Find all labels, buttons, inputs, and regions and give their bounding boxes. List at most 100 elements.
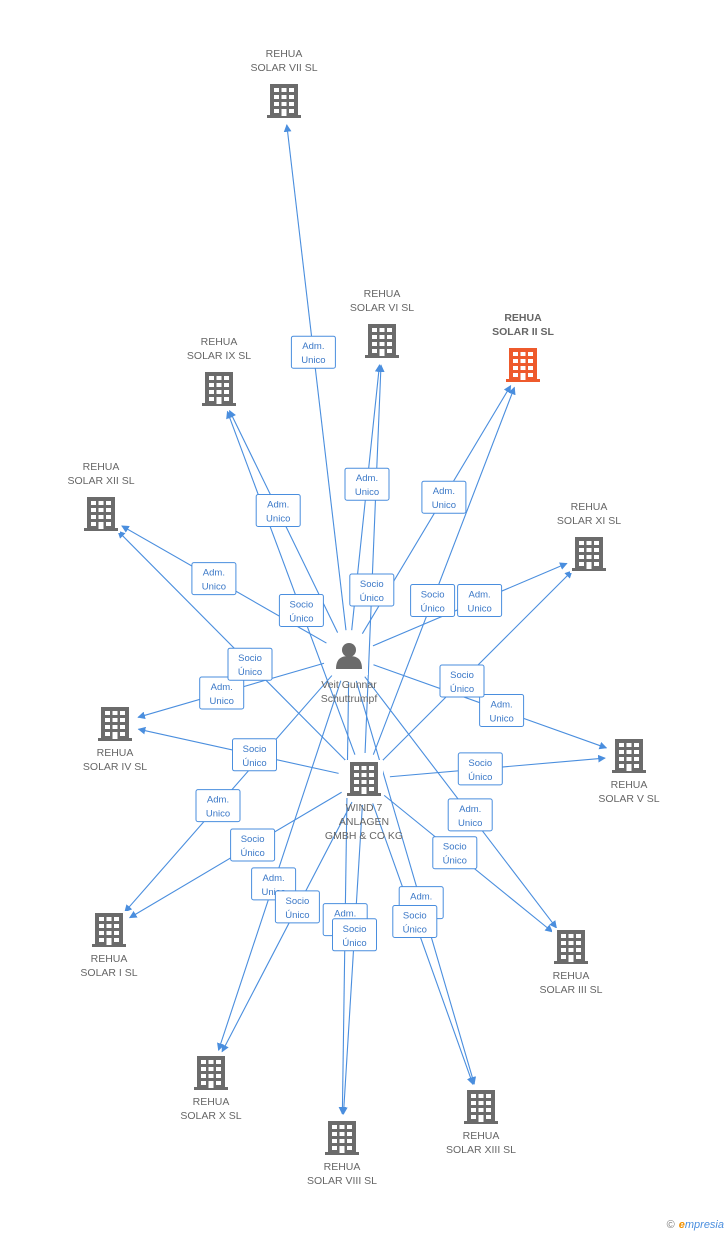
edge-label-text: Único <box>468 772 492 783</box>
building-icon <box>98 707 132 741</box>
node-label: REHUA <box>611 779 648 791</box>
building-icon <box>84 497 118 531</box>
edge-label-person-iv[interactable]: Adm. Unico <box>199 676 245 710</box>
building-icon <box>325 1121 359 1155</box>
node-label: SOLAR V SL <box>598 793 659 805</box>
edge-label-text: Adm. <box>211 682 233 693</box>
edge-label-person-vii[interactable]: Adm. Unico <box>290 335 336 369</box>
node-label: SOLAR X SL <box>180 1110 241 1122</box>
node-wind[interactable]: WIND 7 ANLAGEN GMBH & CO KG <box>325 760 403 842</box>
node-label: Schuttrumpf <box>321 693 378 705</box>
node-label: Veit Gunnar <box>321 679 377 691</box>
edge-label-text: Único <box>289 614 313 625</box>
edge-label-text: Socio <box>403 911 427 922</box>
edge-label-text: Adm. <box>203 568 225 579</box>
edge-wind-xiii <box>372 803 475 1086</box>
edge-wind-ix <box>226 410 356 755</box>
edge-wind-xii <box>117 530 347 761</box>
edge-label-text: Único <box>285 910 309 921</box>
edge-wind-x <box>221 801 353 1053</box>
edge-label-text: Adm. <box>302 341 324 352</box>
edge-label-text: Adm. <box>433 486 455 497</box>
edge-person-x <box>217 680 342 1051</box>
node-label: REHUA <box>193 1096 230 1108</box>
node-label: SOLAR II SL <box>492 326 554 338</box>
copyright-symbol: © <box>666 1219 675 1231</box>
node-label: ANLAGEN <box>339 816 389 828</box>
edge-label-person-xi[interactable]: Adm.Unico <box>457 584 503 617</box>
edge-label-text: Unico <box>261 887 285 898</box>
node-label: GMBH & CO KG <box>325 830 403 842</box>
edge-label-text: Único <box>450 684 474 695</box>
edge-wind-ii <box>372 386 516 755</box>
node-label: REHUA <box>324 1161 361 1173</box>
edge-label-text: Socio <box>241 834 265 845</box>
building-icon <box>202 372 236 406</box>
edge-label-text: Adm. <box>491 700 513 711</box>
edge-label-person-vi[interactable]: Adm.Unico <box>344 467 390 501</box>
edge-label-text: Unico <box>266 514 290 525</box>
edge-label-person-iii[interactable]: Adm.Unico <box>447 798 493 832</box>
building-icon <box>267 84 301 118</box>
building-icon <box>572 537 606 571</box>
node-ii[interactable]: REHUA SOLAR II SL <box>492 312 555 384</box>
node-label: SOLAR XIII SL <box>446 1144 516 1156</box>
edge-person-viii <box>338 681 350 1115</box>
edge-label-text: Socio <box>343 924 367 935</box>
node-v[interactable]: REHUA SOLAR V SL <box>598 737 660 805</box>
footer: © empresia <box>667 1219 724 1231</box>
node-label: REHUA <box>201 336 238 348</box>
edge-label-person-i[interactable]: Adm.Unico <box>195 789 241 823</box>
edge-label-text: Unico <box>301 355 325 366</box>
edge-label-person-ii[interactable]: Adm.Unico <box>421 480 467 514</box>
edges-layer <box>117 124 608 1115</box>
edge-label-text: Socio <box>421 590 445 601</box>
edge-label-text: Unico <box>467 604 491 615</box>
edge-wind-viii <box>340 804 363 1115</box>
brand-logo[interactable]: empresia <box>678 1219 724 1231</box>
edge-label-text: Adm. <box>267 500 289 511</box>
edge-label-text: Unico <box>210 696 234 707</box>
building-icon <box>612 739 646 773</box>
edge-person-vii <box>283 124 347 631</box>
building-icon <box>194 1056 228 1090</box>
node-label: REHUA <box>504 312 542 324</box>
node-x[interactable]: REHUA SOLAR X SL <box>180 1054 242 1122</box>
building-icon <box>464 1090 498 1124</box>
edge-person-xiii <box>355 680 477 1085</box>
node-label: WIND 7 <box>346 802 383 814</box>
edge-label-person-xii[interactable]: Adm. Unico <box>191 562 237 596</box>
node-label: SOLAR VII SL <box>250 62 317 74</box>
edge-label-text: Único <box>240 848 264 859</box>
edge-label-text: Unico <box>202 582 226 593</box>
edge-label-text: Único <box>238 667 262 678</box>
edge-label-person-ix[interactable]: Adm. Unico <box>255 494 301 527</box>
edge-label-person-v[interactable]: Adm.Unico <box>479 694 525 727</box>
